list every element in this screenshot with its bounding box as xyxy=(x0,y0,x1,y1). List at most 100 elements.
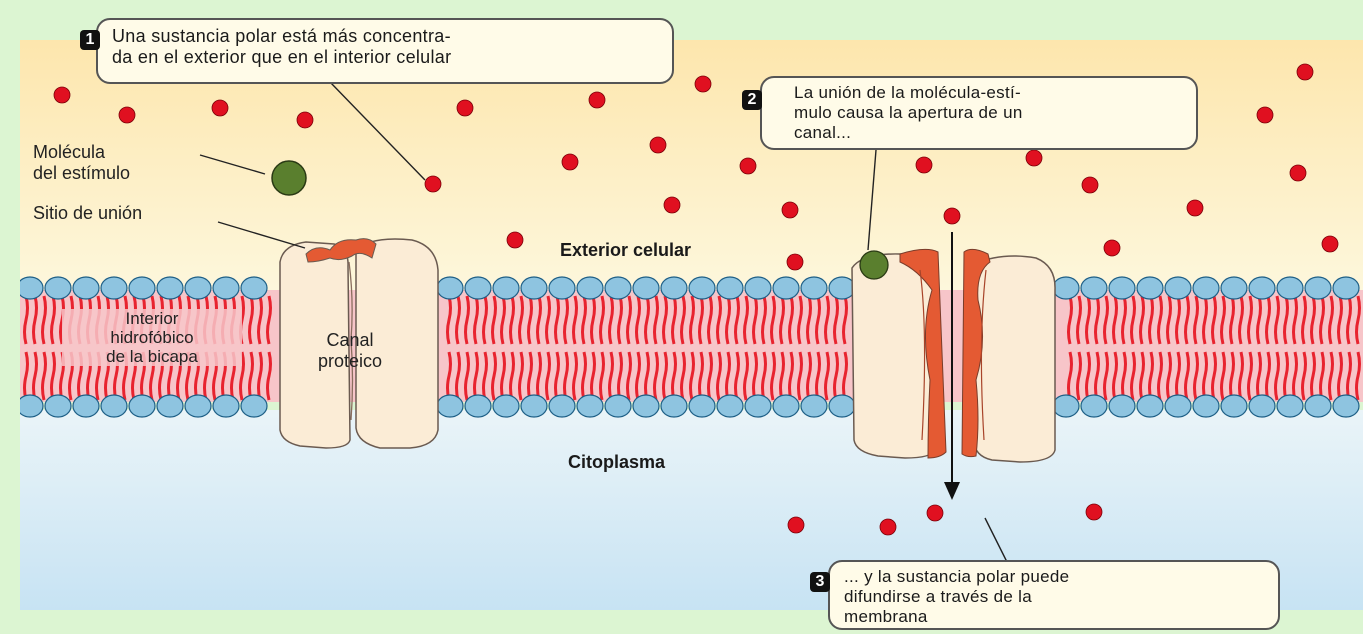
label-hydrophobic-interior: Interior hidrofóbico de la bicapa xyxy=(62,309,242,366)
phospholipid-head xyxy=(465,277,491,299)
phospholipid-head xyxy=(1165,395,1191,417)
polar-molecule xyxy=(782,202,798,218)
phospholipid-head xyxy=(213,277,239,299)
phospholipid-head xyxy=(829,395,855,417)
phospholipid-head xyxy=(1249,395,1275,417)
polar-molecule xyxy=(119,107,135,123)
polar-molecule xyxy=(457,100,473,116)
phospholipid-head xyxy=(717,395,743,417)
polar-molecule xyxy=(297,112,313,128)
phospholipid-head xyxy=(157,277,183,299)
phospholipid-head xyxy=(1277,395,1303,417)
polar-molecule xyxy=(562,154,578,170)
callout-number-1: 1 xyxy=(80,30,100,50)
phospholipid-head xyxy=(745,277,771,299)
polar-molecule xyxy=(880,519,896,535)
phospholipid-head xyxy=(1333,277,1359,299)
polar-molecule xyxy=(507,232,523,248)
phospholipid-head xyxy=(689,277,715,299)
polar-molecule xyxy=(695,76,711,92)
phospholipid-head xyxy=(101,277,127,299)
polar-molecule xyxy=(916,157,932,173)
phospholipid-head xyxy=(1081,277,1107,299)
polar-molecule xyxy=(589,92,605,108)
phospholipid-head xyxy=(1277,277,1303,299)
polar-molecule xyxy=(1297,64,1313,80)
callout-3: 3 ... y la sustancia polar puede difundi… xyxy=(828,560,1280,630)
phospholipid-head xyxy=(521,395,547,417)
callout-text-2: La unión de la molécula-estí- mulo causa… xyxy=(776,83,1184,143)
polar-molecule xyxy=(54,87,70,103)
callout-text-1: Una sustancia polar está más concentra- … xyxy=(112,26,660,68)
phospholipid-head xyxy=(633,395,659,417)
callout-number-3: 3 xyxy=(810,572,830,592)
phospholipid-head xyxy=(129,277,155,299)
phospholipid-head xyxy=(773,277,799,299)
phospholipid-head xyxy=(1053,395,1079,417)
stimulus-molecule xyxy=(272,161,306,195)
stimulus-molecule-bound xyxy=(860,251,888,279)
phospholipid-head xyxy=(801,395,827,417)
phospholipid-head xyxy=(1137,395,1163,417)
polar-molecule xyxy=(1082,177,1098,193)
polar-molecule xyxy=(664,197,680,213)
label-protein-channel: Canal proteico xyxy=(298,330,402,372)
phospholipid-head xyxy=(829,277,855,299)
phospholipid-head xyxy=(185,277,211,299)
phospholipid-head xyxy=(437,277,463,299)
phospholipid-head xyxy=(521,277,547,299)
phospholipid-head xyxy=(1137,277,1163,299)
polar-molecule xyxy=(740,158,756,174)
phospholipid-head xyxy=(773,395,799,417)
phospholipid-head xyxy=(493,395,519,417)
label-binding-site: Sitio de unión xyxy=(33,203,142,224)
phospholipid-head xyxy=(73,395,99,417)
phospholipid-head xyxy=(1165,277,1191,299)
phospholipid-head xyxy=(633,277,659,299)
phospholipid-head xyxy=(241,277,267,299)
phospholipid-head xyxy=(1109,277,1135,299)
label-exterior: Exterior celular xyxy=(560,240,691,261)
label-stimulus-molecule: Molécula del estímulo xyxy=(33,142,130,184)
phospholipid-head xyxy=(745,395,771,417)
phospholipid-head xyxy=(605,395,631,417)
callout-text-3: ... y la sustancia polar puede difundirs… xyxy=(844,567,1266,627)
phospholipid-head xyxy=(801,277,827,299)
phospholipid-head xyxy=(717,277,743,299)
phospholipid-head xyxy=(1081,395,1107,417)
phospholipid-head xyxy=(185,395,211,417)
phospholipid-head xyxy=(101,395,127,417)
phospholipid-head xyxy=(1305,277,1331,299)
phospholipid-head xyxy=(1193,277,1219,299)
phospholipid-head xyxy=(17,395,43,417)
polar-molecule xyxy=(650,137,666,153)
polar-molecule xyxy=(944,208,960,224)
phospholipid-head xyxy=(157,395,183,417)
phospholipid-head xyxy=(549,395,575,417)
phospholipid-head xyxy=(577,277,603,299)
phospholipid-head xyxy=(1193,395,1219,417)
polar-molecule xyxy=(1322,236,1338,252)
polar-molecule xyxy=(1290,165,1306,181)
phospholipid-head xyxy=(213,395,239,417)
phospholipid-head xyxy=(1109,395,1135,417)
phospholipid-head xyxy=(129,395,155,417)
phospholipid-head xyxy=(661,277,687,299)
callout-1: 1 Una sustancia polar está más concentra… xyxy=(96,18,674,84)
phospholipid-head xyxy=(1249,277,1275,299)
polar-molecule xyxy=(1104,240,1120,256)
polar-molecule xyxy=(212,100,228,116)
phospholipid-head xyxy=(465,395,491,417)
phospholipid-head xyxy=(605,277,631,299)
phospholipid-head xyxy=(577,395,603,417)
phospholipid-head xyxy=(1305,395,1331,417)
phospholipid-head xyxy=(45,277,71,299)
callout-number-2: 2 xyxy=(742,90,762,110)
phospholipid-head xyxy=(1221,395,1247,417)
polar-molecule xyxy=(788,517,804,533)
phospholipid-head xyxy=(73,277,99,299)
label-cytoplasm: Citoplasma xyxy=(568,452,665,473)
polar-molecule xyxy=(1086,504,1102,520)
phospholipid-head xyxy=(45,395,71,417)
